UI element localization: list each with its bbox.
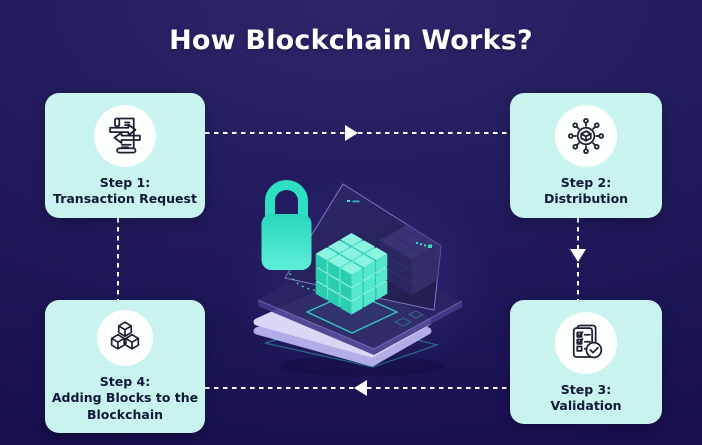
step-1-icon-circle <box>94 105 156 167</box>
arrowhead-down-icon <box>570 249 586 262</box>
arrowhead-right-icon <box>345 125 358 141</box>
floor-shadow <box>280 355 444 377</box>
step-name: Validation <box>550 398 622 414</box>
step-label: Step 2: <box>560 175 612 190</box>
step-4-icon-circle <box>97 310 153 366</box>
flow-line-top <box>205 125 510 141</box>
transaction-request-icon <box>109 117 141 154</box>
flow-line-left <box>117 218 119 300</box>
step-name: Transaction Request <box>53 191 197 207</box>
flow-line-bottom <box>205 380 510 396</box>
padlock-icon <box>261 180 323 292</box>
blockchain-cube-stack <box>315 233 388 315</box>
flow-line-right <box>570 218 586 300</box>
adding-blocks-icon <box>110 321 140 350</box>
step-2-icon-circle <box>555 105 617 167</box>
teal-accent-2 <box>407 310 425 319</box>
step-label: Step 1: <box>99 175 151 190</box>
step-card-2: Step 2: Distribution <box>510 93 662 218</box>
step-card-3: Step 3: Validation <box>510 300 662 424</box>
teal-accent-1 <box>393 317 413 327</box>
blockchain-illustration <box>230 175 490 385</box>
step-name: Distribution <box>543 191 629 207</box>
step-name: Adding Blocks to the Blockchain <box>51 390 199 422</box>
screen-ui-marks <box>347 200 432 248</box>
validation-checklist-icon <box>572 324 603 359</box>
step-card-1: Step 1: Transaction Request <box>45 93 205 218</box>
step-card-4: Step 4: Adding Blocks to the Blockchain <box>45 300 205 433</box>
distribution-network-icon <box>567 117 605 155</box>
step-3-icon-circle <box>555 312 617 374</box>
page-title: How Blockchain Works? <box>169 25 533 56</box>
step-label: Step 3: <box>560 382 612 397</box>
step-label: Step 4: <box>99 374 151 389</box>
